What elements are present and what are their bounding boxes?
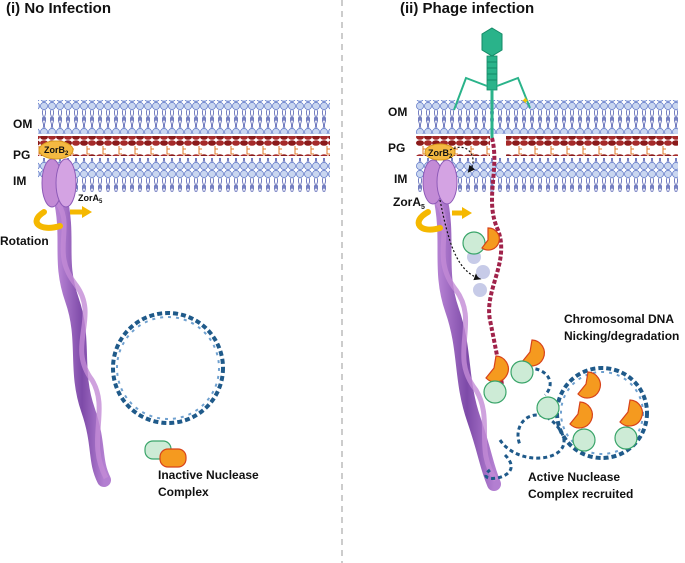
active-complex-label-1: Active Nuclease xyxy=(528,470,620,484)
zorb-complex xyxy=(38,140,74,160)
inner-membrane xyxy=(38,158,330,192)
inner-membrane xyxy=(416,158,678,192)
outer-membrane xyxy=(38,100,330,134)
phage-dna xyxy=(487,137,504,386)
zorb-complex xyxy=(424,143,456,161)
panel-no-infection: (i) No Infection OM PG IM ZorB2 ZorA5 xyxy=(0,0,330,499)
zorb-label: ZorB2 xyxy=(44,145,69,157)
rotation-arrow xyxy=(415,207,472,233)
om-label: OM xyxy=(388,105,407,119)
zorb-label: ZorB2 xyxy=(428,148,453,160)
zora-motor xyxy=(422,159,458,205)
inactive-nuclease-complex xyxy=(144,440,187,468)
zora-tail-fiber xyxy=(52,189,111,487)
phage: ✦ xyxy=(453,27,531,138)
rotation-arrow xyxy=(33,206,92,231)
signal-particle xyxy=(473,283,487,297)
receptor-binding-icon: ✦ xyxy=(521,96,529,107)
active-nuclease xyxy=(510,339,545,384)
active-complex-label-2: Complex recruited xyxy=(528,487,633,501)
active-nuclease xyxy=(536,371,601,420)
inactive-complex-label-1: Inactive Nuclease xyxy=(158,468,259,482)
signal-arrow xyxy=(439,199,482,281)
zora-tail-fiber xyxy=(432,189,501,491)
active-nuclease xyxy=(483,355,509,404)
panel-title: (ii) Phage infection xyxy=(400,0,534,17)
signal-particle xyxy=(476,265,490,279)
active-nuclease xyxy=(614,399,643,450)
panel-title: (i) No Infection xyxy=(6,0,111,17)
inactive-complex-label-2: Complex xyxy=(158,485,209,499)
pg-label: PG xyxy=(388,141,405,155)
zora-label: ZorA5 xyxy=(393,195,425,211)
peptidoglycan-layer xyxy=(506,136,678,156)
zora-motor xyxy=(41,158,77,208)
dna-label-1: Chromosomal DNA xyxy=(564,312,674,326)
peptidoglycan-layer xyxy=(38,136,330,156)
im-label: IM xyxy=(394,172,407,186)
dna-label-2: Nicking/degradation xyxy=(564,329,679,343)
outer-membrane xyxy=(416,100,678,134)
signal-arrow xyxy=(449,146,476,173)
im-label: IM xyxy=(13,174,26,188)
zora-label: ZorA5 xyxy=(78,193,103,205)
circular-dna xyxy=(111,311,225,425)
pg-label: PG xyxy=(13,148,30,162)
panel-phage-infection: (ii) Phage infection OM PG IM ✦ xyxy=(388,0,679,501)
rotation-label: Rotation xyxy=(0,234,49,248)
active-nuclease xyxy=(569,401,596,452)
om-label: OM xyxy=(13,117,32,131)
nuclease-pair xyxy=(462,227,500,255)
